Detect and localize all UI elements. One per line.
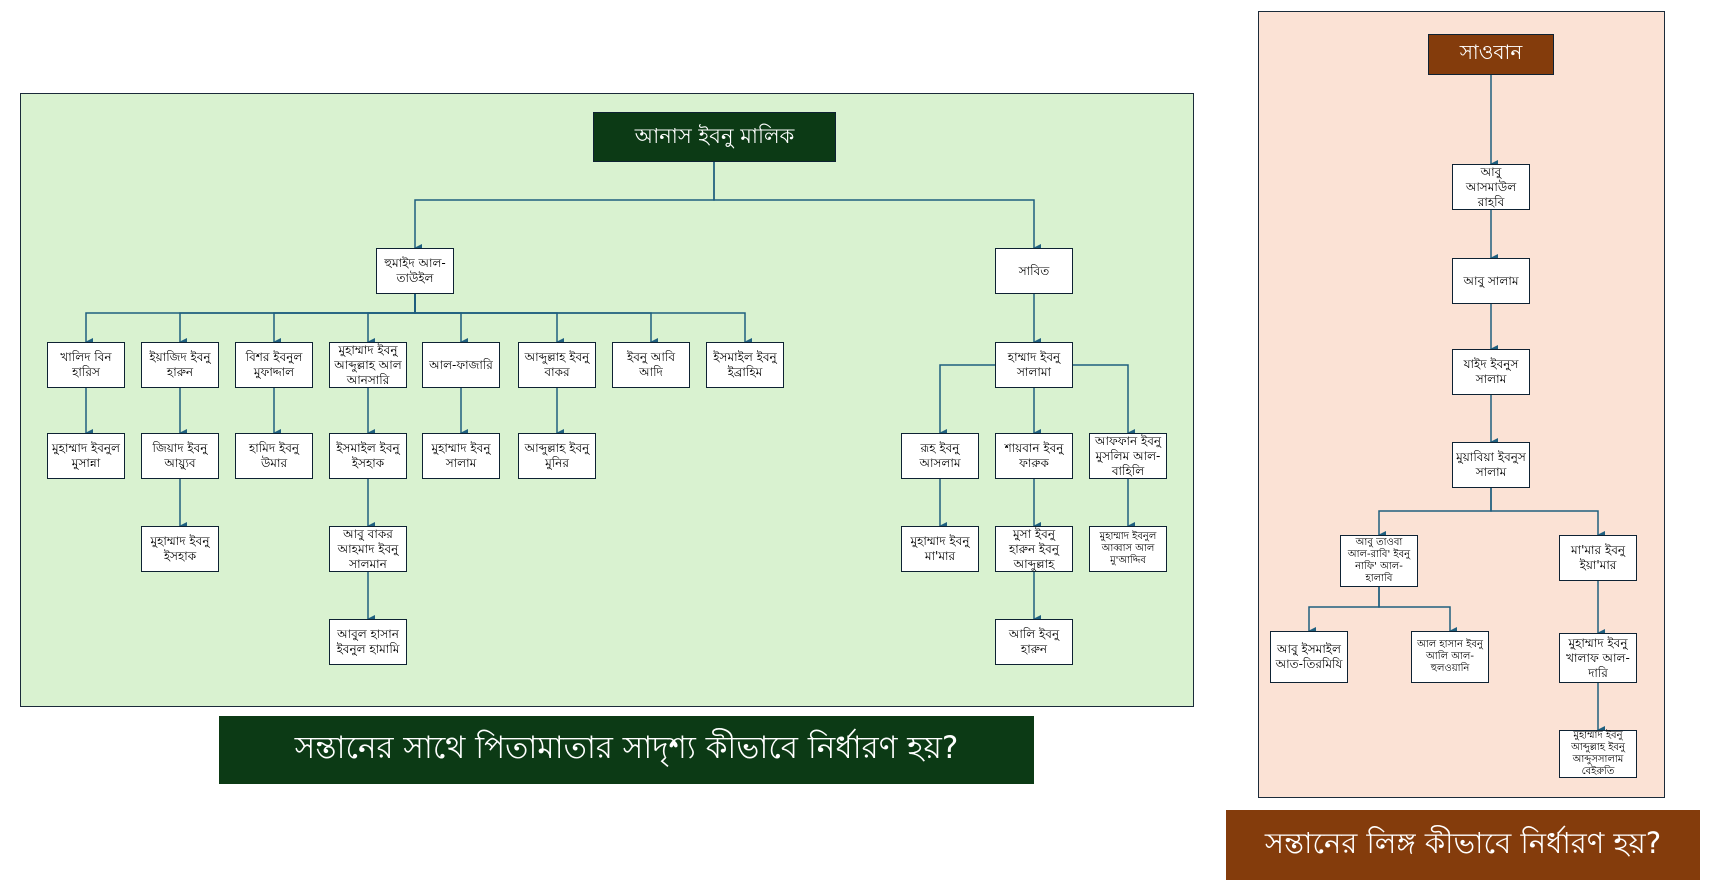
caption-gender: সন্তানের লিঙ্গ কীভাবে নির্ধারণ হয়?: [1226, 810, 1700, 880]
narrator-node-c7: ইবনু আবি আদি: [612, 342, 690, 388]
narrator-node-t3: যাইদ ইবনুস সালাম: [1452, 349, 1530, 395]
narrator-node-c6a: আব্দুল্লাহ ইবনু মুনির: [518, 433, 596, 479]
narrator-node-t5: আবু তাওবা আল-রাবি' ইবনু নাফি' আল-হালাবি: [1340, 535, 1418, 587]
narrator-node-c2b: মুহাম্মাদ ইবনু ইসহাক: [141, 526, 219, 572]
root-node-thawban: সাওবান: [1428, 34, 1554, 75]
narrator-node-t6: মা'মার ইবনু ইয়া'মার: [1559, 535, 1637, 581]
narrator-node-t4: মুয়াবিয়া ইবনুস সালাম: [1452, 442, 1530, 488]
narrator-node-c5a: মুহাম্মাদ ইবনু সালাম: [422, 433, 500, 479]
narrator-node-c6: আব্দুল্লাহ ইবনু বাকর: [518, 342, 596, 388]
narrator-node-c5: আল-ফাজারি: [422, 342, 500, 388]
narrator-node-c3: বিশর ইবনুল মুফাদ্দাল: [235, 342, 313, 388]
narrator-node-t2: আবু সালাম: [1452, 258, 1530, 304]
narrator-node-t1: আবু আসমাউল রাহবি: [1452, 164, 1530, 210]
narrator-node-c2a: জিয়াদ ইবনু আয়্যুব: [141, 433, 219, 479]
narrator-node-t9: মুহাম্মাদ ইবনু খালাফ আল-দারি: [1559, 633, 1637, 683]
narrator-node-t8: আল হাসান ইবনু আলি আল-হুলওয়ানি: [1411, 631, 1489, 683]
narrator-node-c2: ইয়াজিদ ইবনু হারুন: [141, 342, 219, 388]
narrator-node-c4c: আবুল হাসান ইবনুল হামামি: [329, 619, 407, 665]
narrator-node-thabit: সাবিত: [995, 248, 1073, 294]
anas-tree-panel: [20, 93, 1194, 707]
narrator-node-c3a: হামিদ ইবনু উমার: [235, 433, 313, 479]
narrator-node-h2b: আলি ইবনু হারুন: [995, 619, 1073, 665]
narrator-node-h1a: মুহাম্মাদ ইবনু মা'মার: [901, 526, 979, 572]
narrator-node-c4: মুহাম্মাদ ইবনু আব্দুল্লাহ আল আনসারি: [329, 342, 407, 388]
narrator-node-humaid: হুমাইদ আল-তাউইল: [376, 248, 454, 294]
narrator-node-c8: ইসমাইল ইবনু ইব্রাহিম: [706, 342, 784, 388]
narrator-node-c1a: মুহাম্মাদ ইবনুল মুসান্না: [47, 433, 125, 479]
narrator-node-c4b: আবু বাকর আহমাদ ইবনু সালমান: [329, 526, 407, 572]
narrator-node-t7: আবু ইসমাইল আত-তিরমিযি: [1270, 631, 1348, 683]
narrator-node-h3a: মুহাম্মাদ ইবনুল আব্বাস আল মু'আদ্দিব: [1089, 526, 1167, 572]
narrator-node-h1: রূহ ইবনু আসলাম: [901, 433, 979, 479]
narrator-node-t10: মুহাম্মাদ ইবনু আব্দুল্লাহ ইবনু আব্দুসসাল…: [1559, 730, 1637, 778]
root-node-anas: আনাস ইবনু মালিক: [593, 112, 836, 162]
narrator-node-c4a: ইসমাইল ইবনু ইসহাক: [329, 433, 407, 479]
narrator-node-hammad: হাম্মাদ ইবনু সালামা: [995, 342, 1073, 388]
narrator-node-h2a: মুসা ইবনু হারুন ইবনু আব্দুল্লাহ: [995, 526, 1073, 572]
narrator-node-c1: খালিদ বিন হারিস: [47, 342, 125, 388]
caption-resemblance: সন্তানের সাথে পিতামাতার সাদৃশ্য কীভাবে ন…: [219, 716, 1034, 784]
narrator-node-h2: শায়বান ইবনু ফারুক: [995, 433, 1073, 479]
narrator-node-h3: আফফান ইবনু মুসলিম আল-বাহিলি: [1089, 433, 1167, 479]
